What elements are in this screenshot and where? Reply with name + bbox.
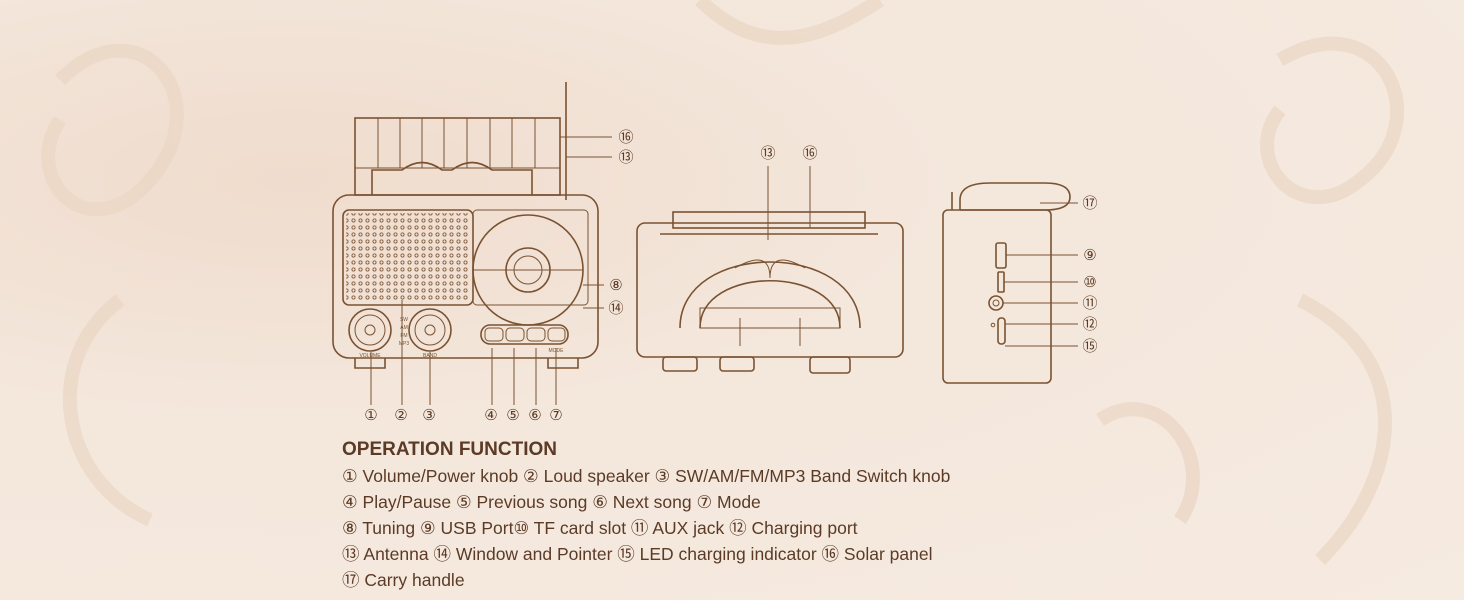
callout-17: ⑰: [1082, 194, 1097, 212]
callout-8: ⑧: [609, 276, 622, 294]
top-solar-panel: [672, 211, 866, 229]
usb-port: [995, 242, 1007, 269]
callout-5: ⑤: [506, 406, 519, 424]
volume-label: VOLUME: [359, 353, 381, 359]
front-view: VOLUME BAND SW AM FM MP3 MODE ⑯ ⑬ ⑧ ⑭ ① …: [332, 82, 634, 424]
legend-row: ① Volume/Power knob ② Loud speaker ③ SW/…: [342, 466, 951, 486]
legend-row: ④ Play/Pause ⑤ Previous song ⑥ Next song…: [342, 492, 761, 512]
callout-14: ⑭: [608, 299, 623, 317]
callout-3: ③: [422, 406, 435, 424]
legend-row: ⑧ Tuning ⑨ USB Port⑩ TF card slot ⑪ AUX …: [342, 518, 858, 538]
band-knob: [408, 308, 452, 352]
radio-diagram: VOLUME BAND SW AM FM MP3 MODE ⑯ ⑬ ⑧ ⑭ ① …: [332, 82, 1098, 424]
solar-panel: [354, 117, 561, 196]
operation-function-legend: OPERATION FUNCTION ① Volume/Power knob ②…: [342, 439, 950, 593]
callout-9: ⑨: [1083, 246, 1096, 264]
legend-row: ⑬ Antenna ⑭ Window and Pointer ⑮ LED cha…: [342, 544, 933, 564]
callout-16: ⑯: [618, 128, 633, 146]
callout-13-top: ⑬: [760, 144, 775, 162]
volume-knob: [348, 308, 392, 352]
front-body: [332, 194, 599, 359]
control-buttons: MODE: [480, 324, 569, 354]
carry-handle-top: [679, 261, 861, 329]
aux-jack: [988, 295, 1004, 311]
am-label: AM: [400, 325, 408, 331]
callout-1: ①: [364, 406, 377, 424]
callout-16-top: ⑯: [802, 144, 817, 162]
charging-port: [997, 317, 1006, 345]
fm-label: FM: [400, 333, 407, 339]
callout-13: ⑬: [618, 148, 633, 166]
callout-11: ⑪: [1082, 294, 1097, 312]
top-body: [636, 222, 904, 358]
mp3-label: MP3: [399, 341, 410, 347]
legend-row: ⑰ Carry handle: [342, 570, 465, 590]
tf-card-slot: [997, 271, 1005, 293]
callout-10: ⑩: [1083, 273, 1096, 291]
callout-15: ⑮: [1082, 337, 1097, 355]
top-view: ⑬ ⑯: [636, 144, 904, 374]
callout-4: ④: [484, 406, 497, 424]
callout-6: ⑥: [528, 406, 541, 424]
callout-7: ⑦: [549, 406, 562, 424]
led-indicator: [990, 322, 996, 328]
callout-12: ⑫: [1082, 315, 1097, 333]
sw-label: SW: [400, 317, 408, 323]
top-knobs: [662, 356, 851, 374]
callout-2: ②: [394, 406, 407, 424]
carry-handle-side: [959, 182, 1071, 211]
side-view: ⑰ ⑨ ⑩ ⑪ ⑫ ⑮: [942, 182, 1098, 384]
legend-title: OPERATION FUNCTION: [342, 439, 557, 460]
